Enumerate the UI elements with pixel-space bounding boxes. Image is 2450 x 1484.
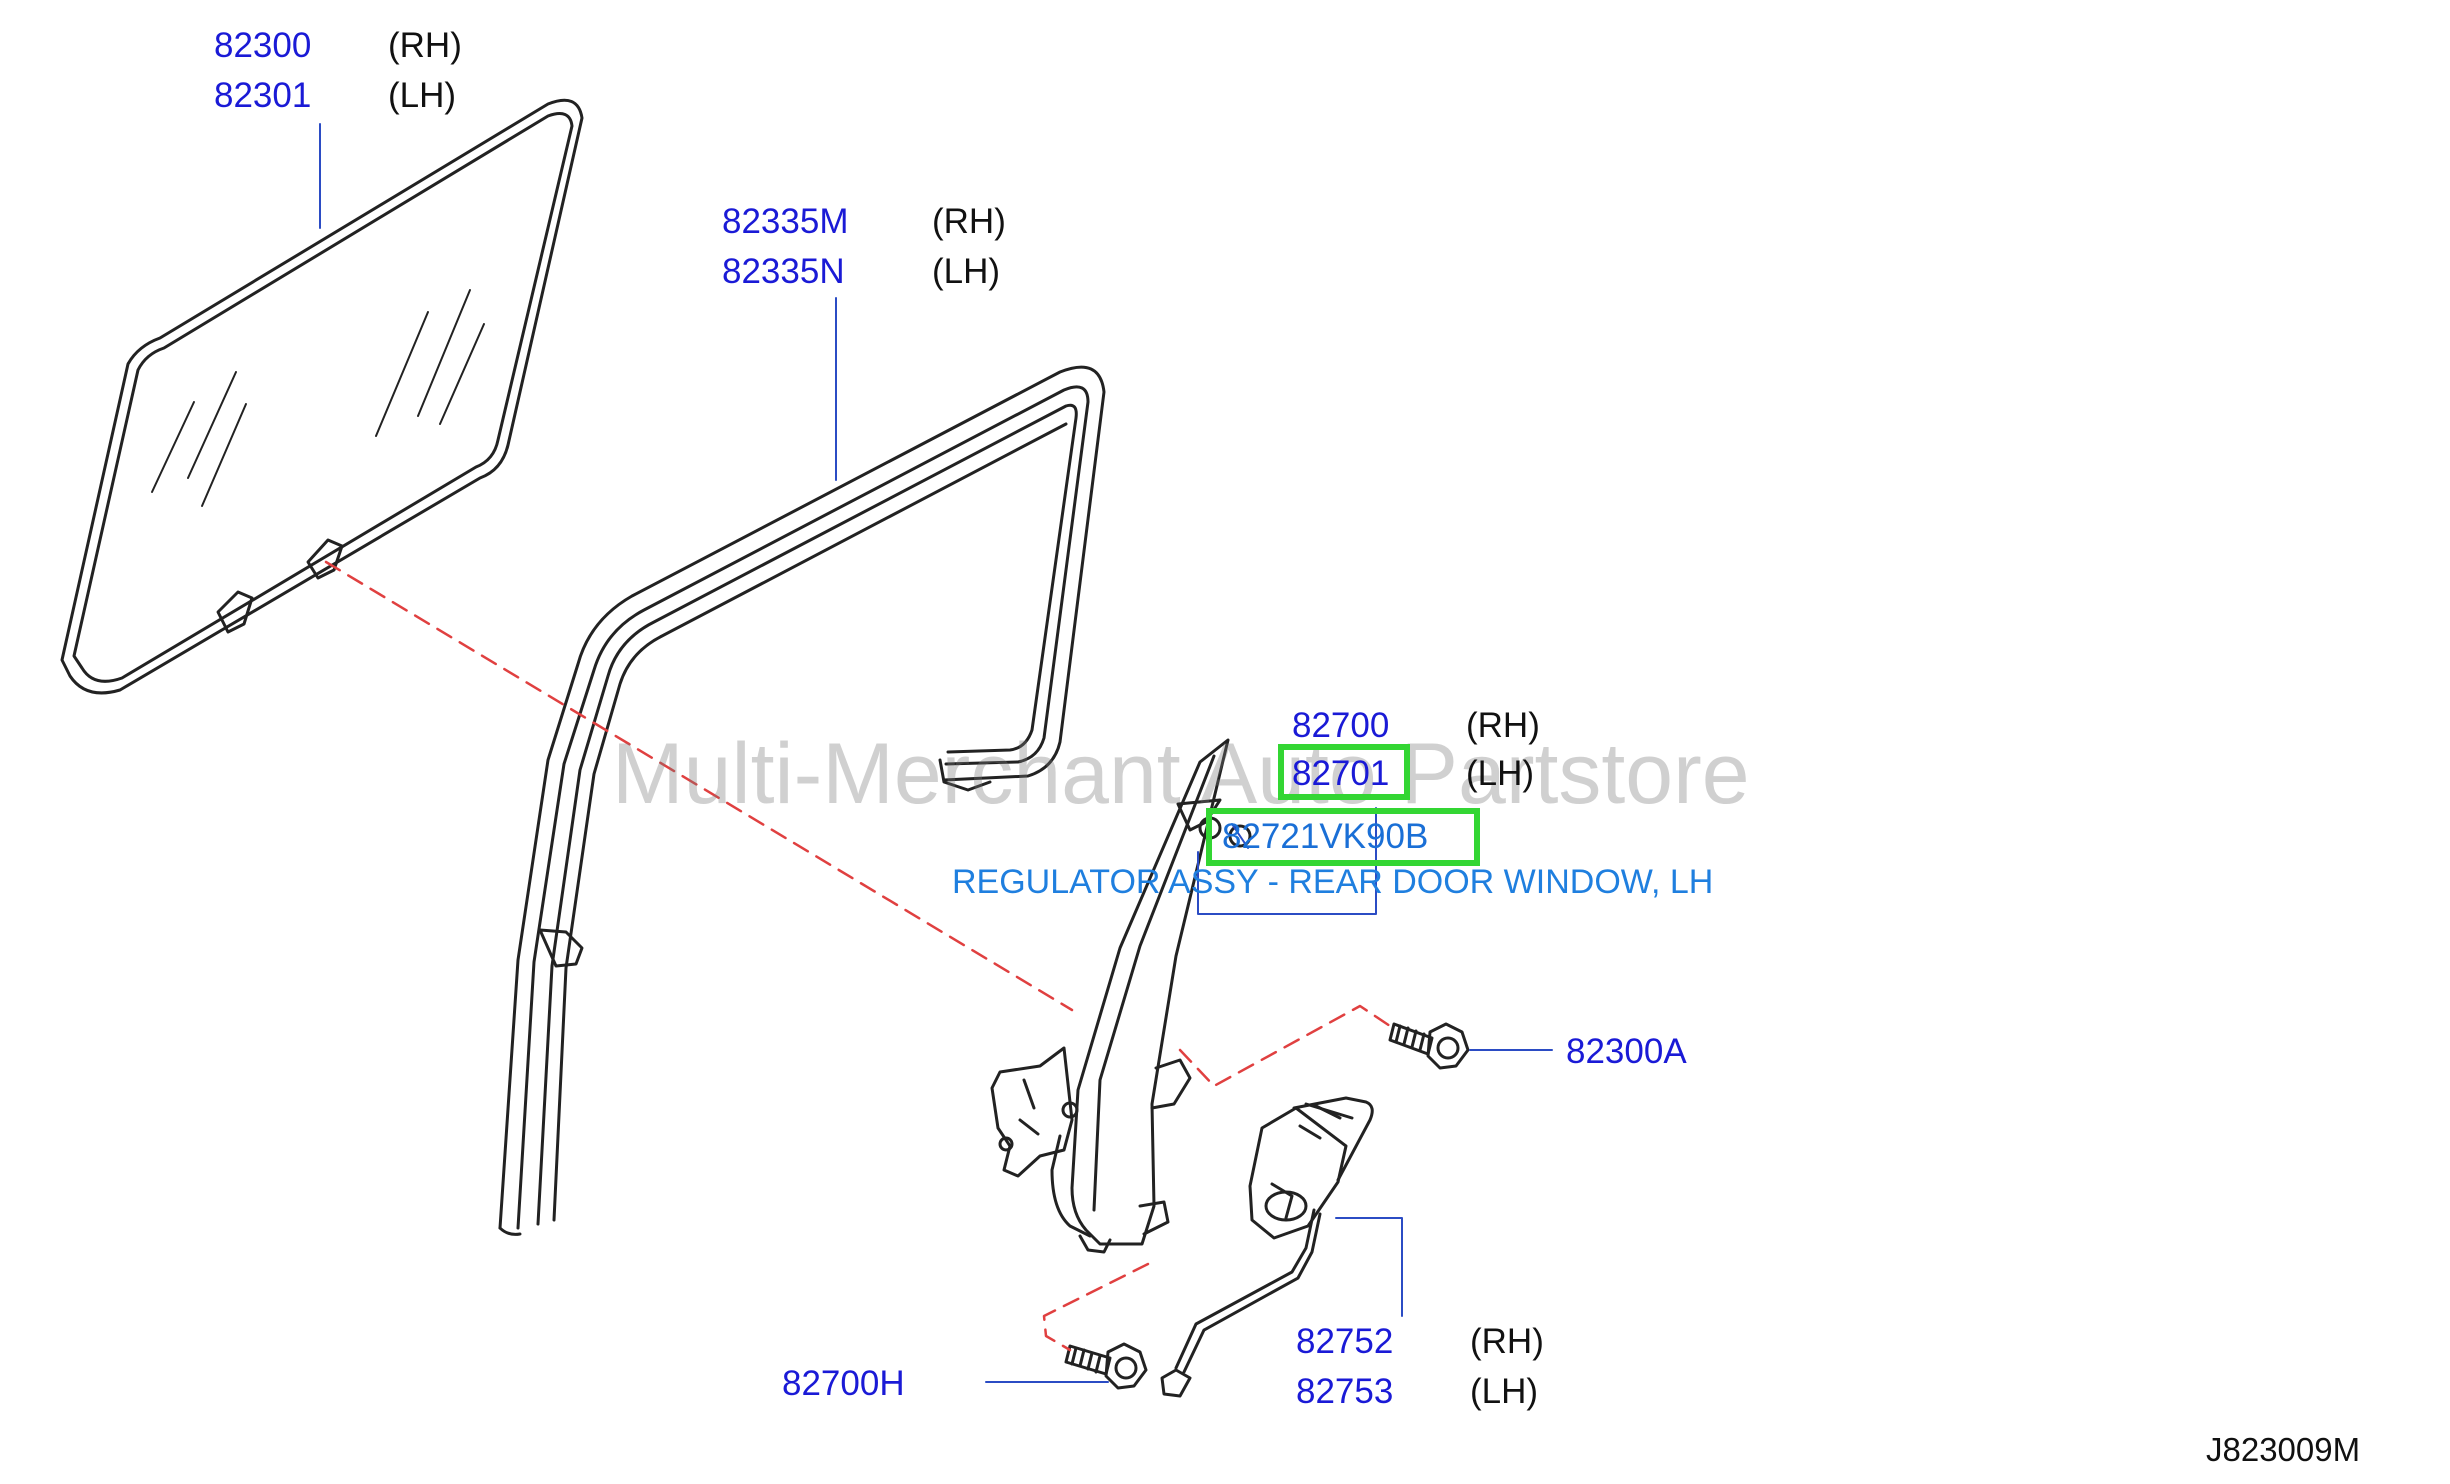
run-channel-part-number-lh[interactable]: 82335N	[722, 252, 845, 291]
motor-side-lh: (LH)	[1470, 1372, 1539, 1411]
run-channel-side-rh: (RH)	[932, 202, 1006, 241]
glass-part-number-rh[interactable]: 82300	[214, 26, 312, 65]
diagram-reference-id: J823009M	[2206, 1431, 2361, 1468]
regulator-lh-highlight-box	[1278, 744, 1410, 800]
highlighted-part-description: REGULATOR ASSY - REAR DOOR WINDOW, LH	[952, 863, 1714, 901]
bolt-82300a	[1388, 1022, 1470, 1070]
window-regulator	[990, 738, 1252, 1254]
regulator-part-number-rh[interactable]: 82700	[1292, 706, 1390, 745]
door-glass	[60, 98, 584, 695]
regulator-part-number-lh[interactable]: 82701	[1292, 754, 1390, 793]
highlighted-part-box	[1206, 808, 1480, 866]
motor-part-number-lh[interactable]: 82753	[1296, 1372, 1394, 1411]
assembly-dashed-lines	[324, 560, 1398, 1352]
regulator-motor	[1160, 1096, 1374, 1398]
highlighted-part-number[interactable]: 82721VK90B	[1222, 817, 1429, 856]
bolt-82700h	[1064, 1342, 1148, 1390]
glass-side-rh: (RH)	[388, 26, 462, 65]
regulator-side-lh: (LH)	[1466, 754, 1535, 793]
glass-part-number-lh[interactable]: 82301	[214, 76, 312, 115]
bolt-part-number-82300a[interactable]: 82300A	[1566, 1032, 1687, 1071]
motor-part-number-rh[interactable]: 82752	[1296, 1322, 1394, 1361]
run-channel-side-lh: (LH)	[932, 252, 1001, 291]
regulator-side-rh: (RH)	[1466, 706, 1540, 745]
run-channel-part-number-rh[interactable]: 82335M	[722, 202, 849, 241]
glass-side-lh: (LH)	[388, 76, 457, 115]
motor-side-rh: (RH)	[1470, 1322, 1544, 1361]
glass-run-channel	[498, 365, 1106, 1236]
watermark: Multi-Merchant Auto Partstore	[612, 726, 1750, 822]
bolt-part-number-82700h[interactable]: 82700H	[782, 1364, 905, 1403]
